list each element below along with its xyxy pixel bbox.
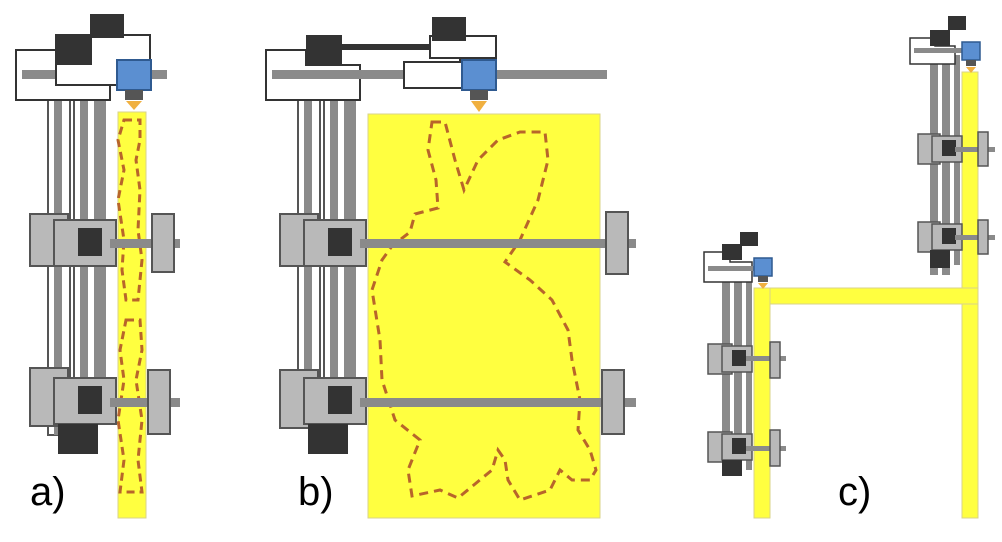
- clamp-a-1: [29, 213, 180, 273]
- panel-c: c): [703, 16, 995, 519]
- print-head-b: [461, 59, 497, 112]
- material-sheet-b: [367, 113, 601, 519]
- panel-label-a: a): [30, 470, 66, 514]
- panel-label-c: c): [838, 470, 871, 514]
- top-frame-a: [15, 14, 167, 101]
- material-gantry-c: [753, 71, 979, 519]
- print-head-a: [116, 59, 152, 110]
- printer-c-upper: [909, 16, 995, 275]
- motor-b-bottom: [308, 424, 348, 454]
- panel-b: b): [265, 17, 636, 519]
- motor-a-top: [90, 14, 124, 38]
- contour-a: [116, 118, 144, 494]
- material-strip-a: [117, 111, 147, 519]
- top-frame-b: [265, 17, 607, 101]
- panel-label-b: b): [298, 470, 334, 514]
- clamp-b-2: [279, 369, 636, 454]
- motor-b-top: [432, 17, 466, 41]
- clamp-a-2: [29, 367, 180, 454]
- rabbit-contour: [370, 120, 598, 502]
- panel-a: a): [15, 14, 180, 519]
- motor-a-bottom: [58, 424, 98, 454]
- motor-b-top2: [306, 35, 342, 65]
- clamp-b-1: [279, 211, 636, 275]
- motor-a-top2: [56, 35, 92, 65]
- printer-c-lower: [703, 232, 786, 476]
